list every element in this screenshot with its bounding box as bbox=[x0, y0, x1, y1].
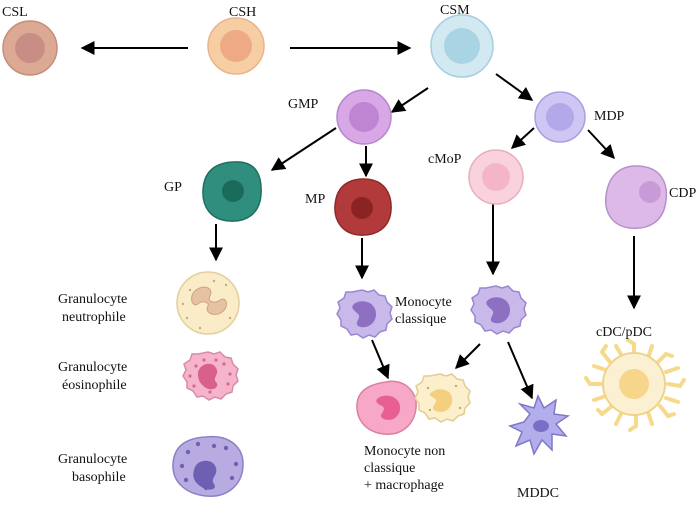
label-cdc-pdc: cDC/pDC bbox=[596, 325, 652, 340]
label-csh: CSH bbox=[229, 5, 256, 20]
labels: CSL CSH CSM GMP MDP GP MP cMoP CDP Granu… bbox=[2, 3, 696, 501]
cell-monocyte-classique bbox=[336, 289, 393, 339]
arrow-monocyte-to-macrophage bbox=[371, 339, 390, 380]
label-line: neutrophile bbox=[62, 310, 126, 325]
cell-gp bbox=[202, 161, 262, 222]
label-mdp: MDP bbox=[594, 109, 625, 124]
cell-csm bbox=[430, 14, 494, 78]
label-line: éosinophile bbox=[62, 378, 127, 393]
label-gp: GP bbox=[164, 180, 182, 195]
arrow-monocyte-to-mddc bbox=[507, 341, 534, 400]
label-monocyte-classique: Monocyte classique bbox=[395, 295, 455, 327]
cell-neutrophile bbox=[176, 271, 240, 335]
label-cdp: CDP bbox=[669, 186, 696, 201]
cell-macrophage bbox=[356, 380, 417, 435]
cell-eosinophile bbox=[182, 351, 239, 401]
cell-gmp bbox=[336, 89, 392, 145]
cell-mp bbox=[334, 178, 392, 236]
label-line: classique bbox=[364, 461, 415, 476]
arrow-mdp-to-cdp bbox=[587, 129, 615, 160]
cell-mdp bbox=[534, 91, 586, 143]
cell-csh bbox=[207, 17, 265, 75]
cell-monocyte-non-classique bbox=[414, 373, 471, 423]
label-line: Monocyte non bbox=[364, 444, 445, 459]
label-csl: CSL bbox=[2, 5, 28, 20]
cell-cdp bbox=[604, 165, 668, 230]
arrow-csm-to-mdp bbox=[495, 73, 534, 101]
arrow-csm-to-gmp bbox=[390, 87, 429, 113]
cell-csl bbox=[2, 20, 58, 76]
label-line: Granulocyte bbox=[58, 360, 127, 375]
cell-monocyte-cmop bbox=[470, 285, 527, 335]
label-line: Granulocyte bbox=[58, 292, 127, 307]
label-gmp: GMP bbox=[288, 97, 319, 112]
label-line: classique bbox=[395, 312, 446, 327]
label-granulocyte-eosinophile: Granulocyte éosinophile bbox=[58, 360, 131, 393]
cell-cmop bbox=[468, 149, 524, 205]
arrow-monocyte-to-nonclassique bbox=[455, 343, 481, 369]
label-csm: CSM bbox=[440, 3, 470, 18]
label-line: + macrophage bbox=[364, 478, 444, 493]
label-granulocyte-neutrophile: Granulocyte neutrophile bbox=[58, 292, 131, 325]
arrows bbox=[80, 41, 641, 400]
label-mddc: MDDC bbox=[517, 486, 559, 501]
cell-cdc-pdc bbox=[584, 338, 686, 432]
label-line: basophile bbox=[72, 470, 126, 485]
cell-basophile bbox=[172, 435, 244, 497]
cell-mddc bbox=[507, 394, 571, 456]
label-cmop: cMoP bbox=[428, 152, 462, 167]
label-line: Granulocyte bbox=[58, 452, 127, 467]
label-mp: MP bbox=[305, 192, 325, 207]
label-granulocyte-basophile: Granulocyte basophile bbox=[58, 452, 131, 485]
label-line: Monocyte bbox=[395, 295, 452, 310]
label-monocyte-non-classique: Monocyte non classique + macrophage bbox=[364, 444, 449, 493]
arrow-mdp-to-cmop bbox=[510, 127, 535, 149]
arrow-gmp-to-gp bbox=[270, 127, 337, 171]
